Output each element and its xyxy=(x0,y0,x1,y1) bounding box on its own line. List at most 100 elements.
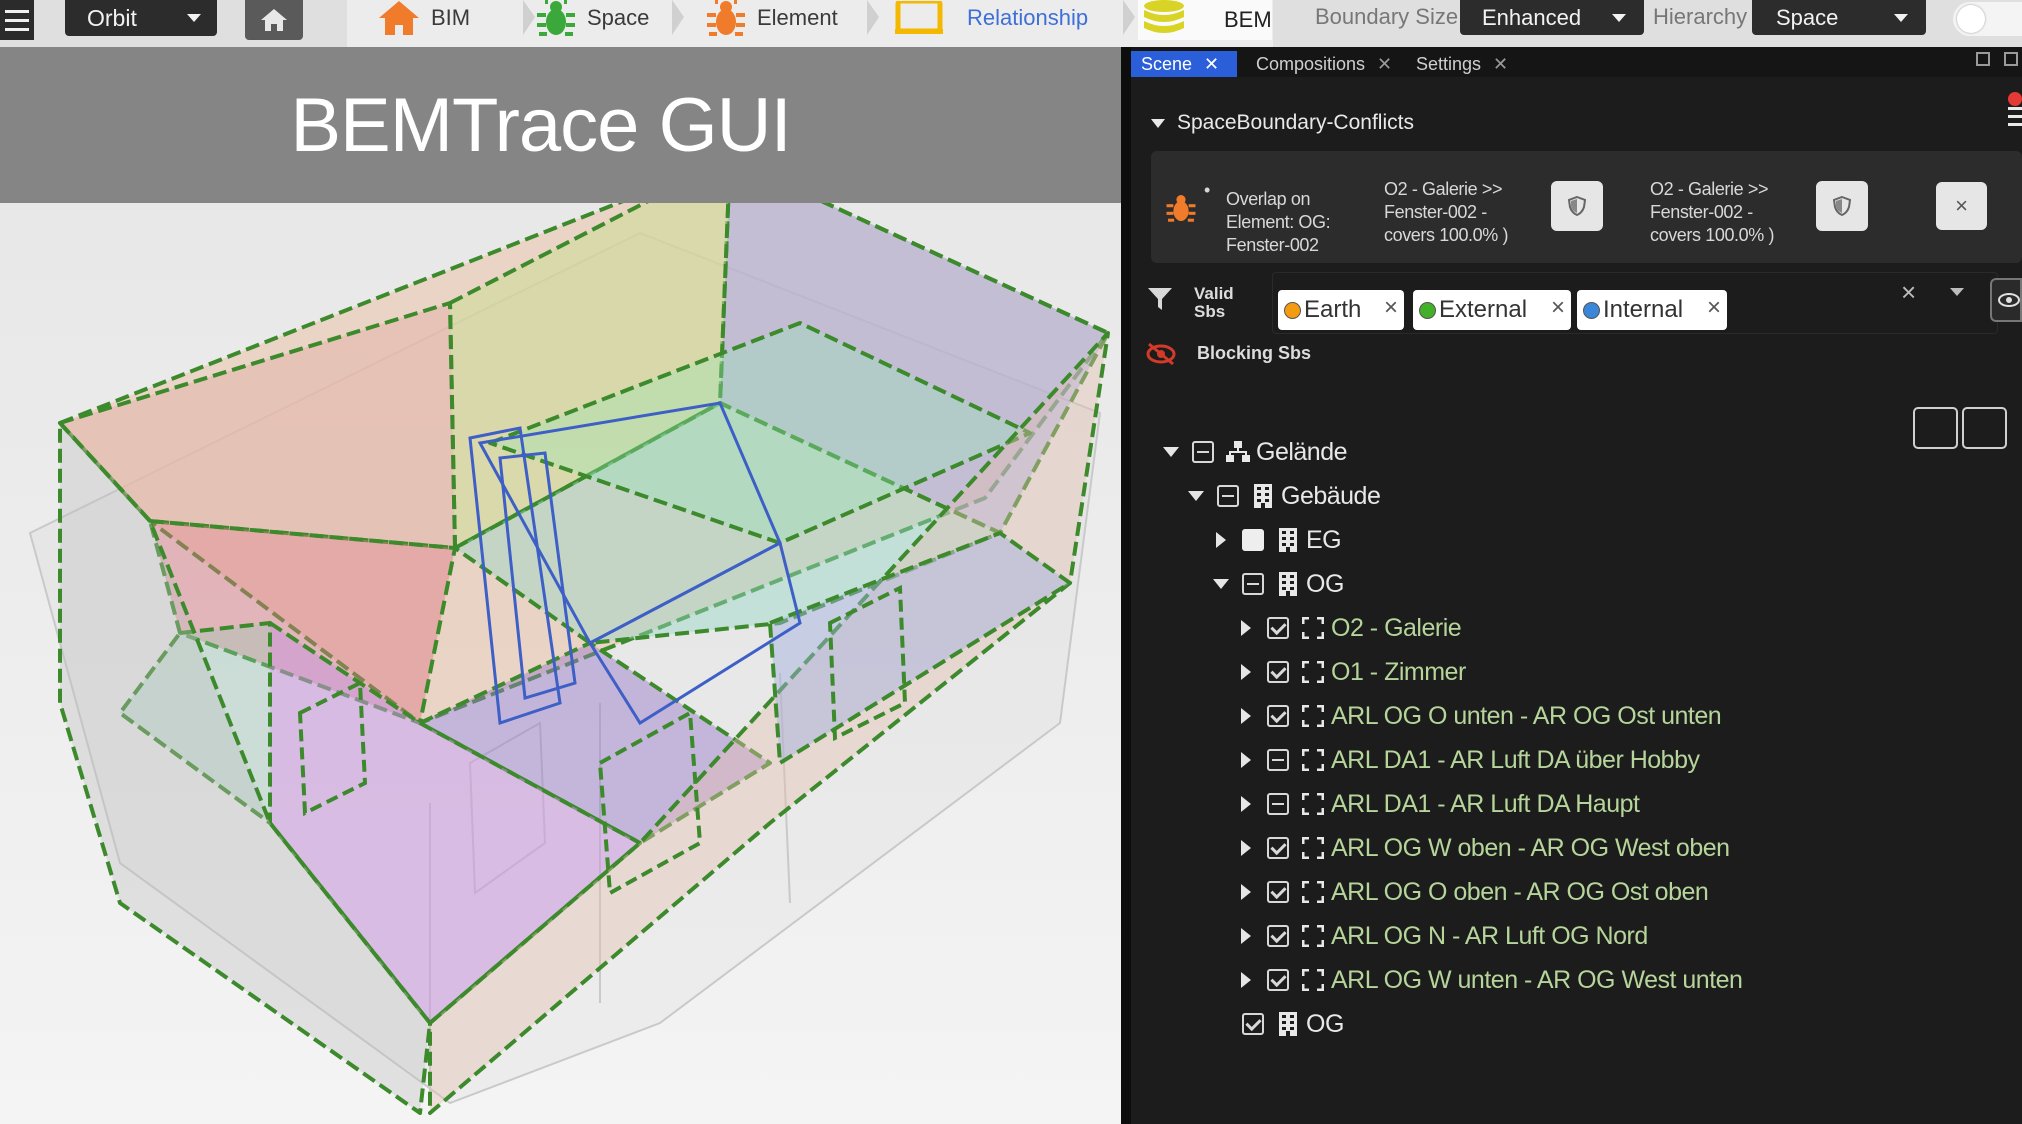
restore-icon[interactable] xyxy=(1976,52,1990,66)
home-button[interactable] xyxy=(245,0,303,40)
remove-icon[interactable]: × xyxy=(1550,294,1565,321)
tree-row[interactable]: EG xyxy=(1212,523,1342,557)
chevron-right-icon[interactable] xyxy=(1237,927,1255,945)
tree-row-label: ARL OG N - AR Luft OG Nord xyxy=(1331,921,1648,950)
filter-icon[interactable] xyxy=(1147,286,1173,312)
chevron-right-icon[interactable] xyxy=(1212,531,1230,549)
tree-row[interactable]: OG xyxy=(1212,1007,1344,1041)
tree-checkbox[interactable] xyxy=(1267,969,1289,991)
tree-row[interactable]: ARL DA1 - AR Luft DA Haupt xyxy=(1237,787,1640,821)
resolve-b-button[interactable] xyxy=(1816,181,1868,231)
tree-checkbox[interactable] xyxy=(1267,661,1289,683)
menu-icon[interactable] xyxy=(2008,107,2022,131)
tree-checkbox[interactable] xyxy=(1267,881,1289,903)
tab-compositions[interactable]: Compositions ✕ xyxy=(1246,51,1400,77)
chevron-down-icon[interactable] xyxy=(1162,443,1180,461)
tree-row[interactable]: OG xyxy=(1212,567,1344,601)
chevron-right-icon[interactable] xyxy=(1237,839,1255,857)
tree-checkbox[interactable] xyxy=(1242,529,1264,551)
tab-relationship[interactable]: Relationship xyxy=(895,0,1160,35)
boundary-size-select[interactable]: Enhanced xyxy=(1460,0,1644,35)
remove-icon[interactable]: × xyxy=(1383,294,1398,321)
chevron-down-icon xyxy=(187,14,201,22)
tab-bim[interactable]: BIM xyxy=(377,0,470,35)
tree-checkbox[interactable] xyxy=(1267,749,1289,771)
tree-row[interactable]: ARL OG O unten - AR OG Ost unten xyxy=(1237,699,1722,733)
chip-earth[interactable]: Earth × xyxy=(1278,290,1404,330)
hierarchy-select[interactable]: Space xyxy=(1752,0,1926,35)
tree-row[interactable]: ARL OG N - AR Luft OG Nord xyxy=(1237,919,1648,953)
chevron-right-icon[interactable] xyxy=(1237,707,1255,725)
conflict-bullet: • xyxy=(1204,180,1210,200)
tree-checkbox[interactable] xyxy=(1192,441,1214,463)
tree-row[interactable]: O1 - Zimmer xyxy=(1237,655,1466,689)
tree-row-label: Gelände xyxy=(1256,437,1348,466)
visibility-button[interactable] xyxy=(1990,278,2022,322)
tab-separator xyxy=(523,0,537,35)
close-icon[interactable]: ✕ xyxy=(1204,53,1220,74)
tree-row[interactable]: Gebäude xyxy=(1187,479,1381,513)
tab-bem[interactable]: BEM xyxy=(1138,0,1272,40)
chevron-right-icon[interactable] xyxy=(1237,883,1255,901)
tree-checkbox[interactable] xyxy=(1267,617,1289,639)
tab-scene[interactable]: Scene ✕ xyxy=(1131,51,1237,77)
chip-internal[interactable]: Internal × xyxy=(1577,290,1727,330)
chevron-right-icon[interactable] xyxy=(1237,663,1255,681)
conflict-description-line: Element: OG: xyxy=(1226,212,1331,232)
tree-checkbox[interactable] xyxy=(1242,1013,1264,1035)
tree-row[interactable]: ARL DA1 - AR Luft DA über Hobby xyxy=(1237,743,1700,777)
close-icon[interactable]: ✕ xyxy=(1493,53,1509,74)
tree-row[interactable]: ARL OG O oben - AR OG Ost oben xyxy=(1237,875,1709,909)
conflict-boundary-line: covers 100.0% ) xyxy=(1384,225,1509,245)
tree-row[interactable]: ARL OG W oben - AR OG West oben xyxy=(1237,831,1730,865)
openings xyxy=(297,584,908,897)
bug-icon xyxy=(1166,195,1196,222)
expand-all-icon[interactable] xyxy=(1962,407,2007,449)
conflict-boundary-line: Fenster-002 - xyxy=(1384,202,1487,222)
clear-filter-icon[interactable]: × xyxy=(1901,277,1917,307)
3d-viewport[interactable]: BEMTrace GUI xyxy=(0,47,1121,1124)
chevron-right-icon[interactable] xyxy=(1237,619,1255,637)
hamburger-menu-icon[interactable] xyxy=(0,0,34,40)
window-icon xyxy=(895,0,943,34)
space-icon xyxy=(1301,924,1325,948)
tab-settings[interactable]: Settings ✕ xyxy=(1406,51,1510,77)
chevron-right-icon[interactable] xyxy=(1237,795,1255,813)
tree-checkbox[interactable] xyxy=(1217,485,1239,507)
tree-row[interactable]: ARL OG W unten - AR OG West unten xyxy=(1237,963,1743,997)
chevron-right-icon[interactable] xyxy=(1237,751,1255,769)
tree-checkbox[interactable] xyxy=(1267,793,1289,815)
tree-row-label: ARL DA1 - AR Luft DA Haupt xyxy=(1331,789,1640,818)
tree-checkbox[interactable] xyxy=(1267,705,1289,727)
navigation-mode-select[interactable]: Orbit xyxy=(65,0,217,36)
spacer xyxy=(1212,1015,1230,1033)
chip-external[interactable]: External × xyxy=(1413,290,1571,330)
eye-slash-icon[interactable] xyxy=(1145,341,1177,367)
tab-element[interactable]: Element xyxy=(705,0,838,36)
tree-row[interactable]: O2 - Galerie xyxy=(1237,611,1462,645)
remove-icon[interactable]: × xyxy=(1706,294,1721,321)
theme-toggle[interactable] xyxy=(1953,2,2022,36)
tree-row[interactable]: Gelände xyxy=(1162,435,1348,469)
dismiss-conflict-button[interactable]: × xyxy=(1936,182,1987,230)
bug-icon xyxy=(537,0,575,36)
resolve-a-button[interactable] xyxy=(1551,181,1603,231)
tree-checkbox[interactable] xyxy=(1242,573,1264,595)
tab-space[interactable]: Space xyxy=(535,0,649,36)
chevron-down-icon[interactable] xyxy=(1212,575,1230,593)
collapse-all-icon[interactable] xyxy=(1913,407,1958,449)
chevron-right-icon[interactable] xyxy=(1237,971,1255,989)
conflict-boundary-a: O2 - Galerie >> Fenster-002 - covers 100… xyxy=(1384,178,1508,247)
close-icon[interactable]: ✕ xyxy=(1377,53,1393,74)
maximize-icon[interactable] xyxy=(2004,52,2018,66)
building-model[interactable] xyxy=(0,203,1121,1124)
chevron-down-icon[interactable] xyxy=(1187,487,1205,505)
tree-row-label: ARL DA1 - AR Luft DA über Hobby xyxy=(1331,745,1700,774)
chevron-down-icon[interactable] xyxy=(1950,288,1964,296)
building-icon xyxy=(1276,1012,1300,1036)
panel-divider[interactable] xyxy=(1121,47,1131,1124)
conflicts-header[interactable]: SpaceBoundary-Conflicts xyxy=(1151,102,2022,144)
tree-checkbox[interactable] xyxy=(1267,837,1289,859)
building-icon xyxy=(1251,484,1275,508)
tree-checkbox[interactable] xyxy=(1267,925,1289,947)
